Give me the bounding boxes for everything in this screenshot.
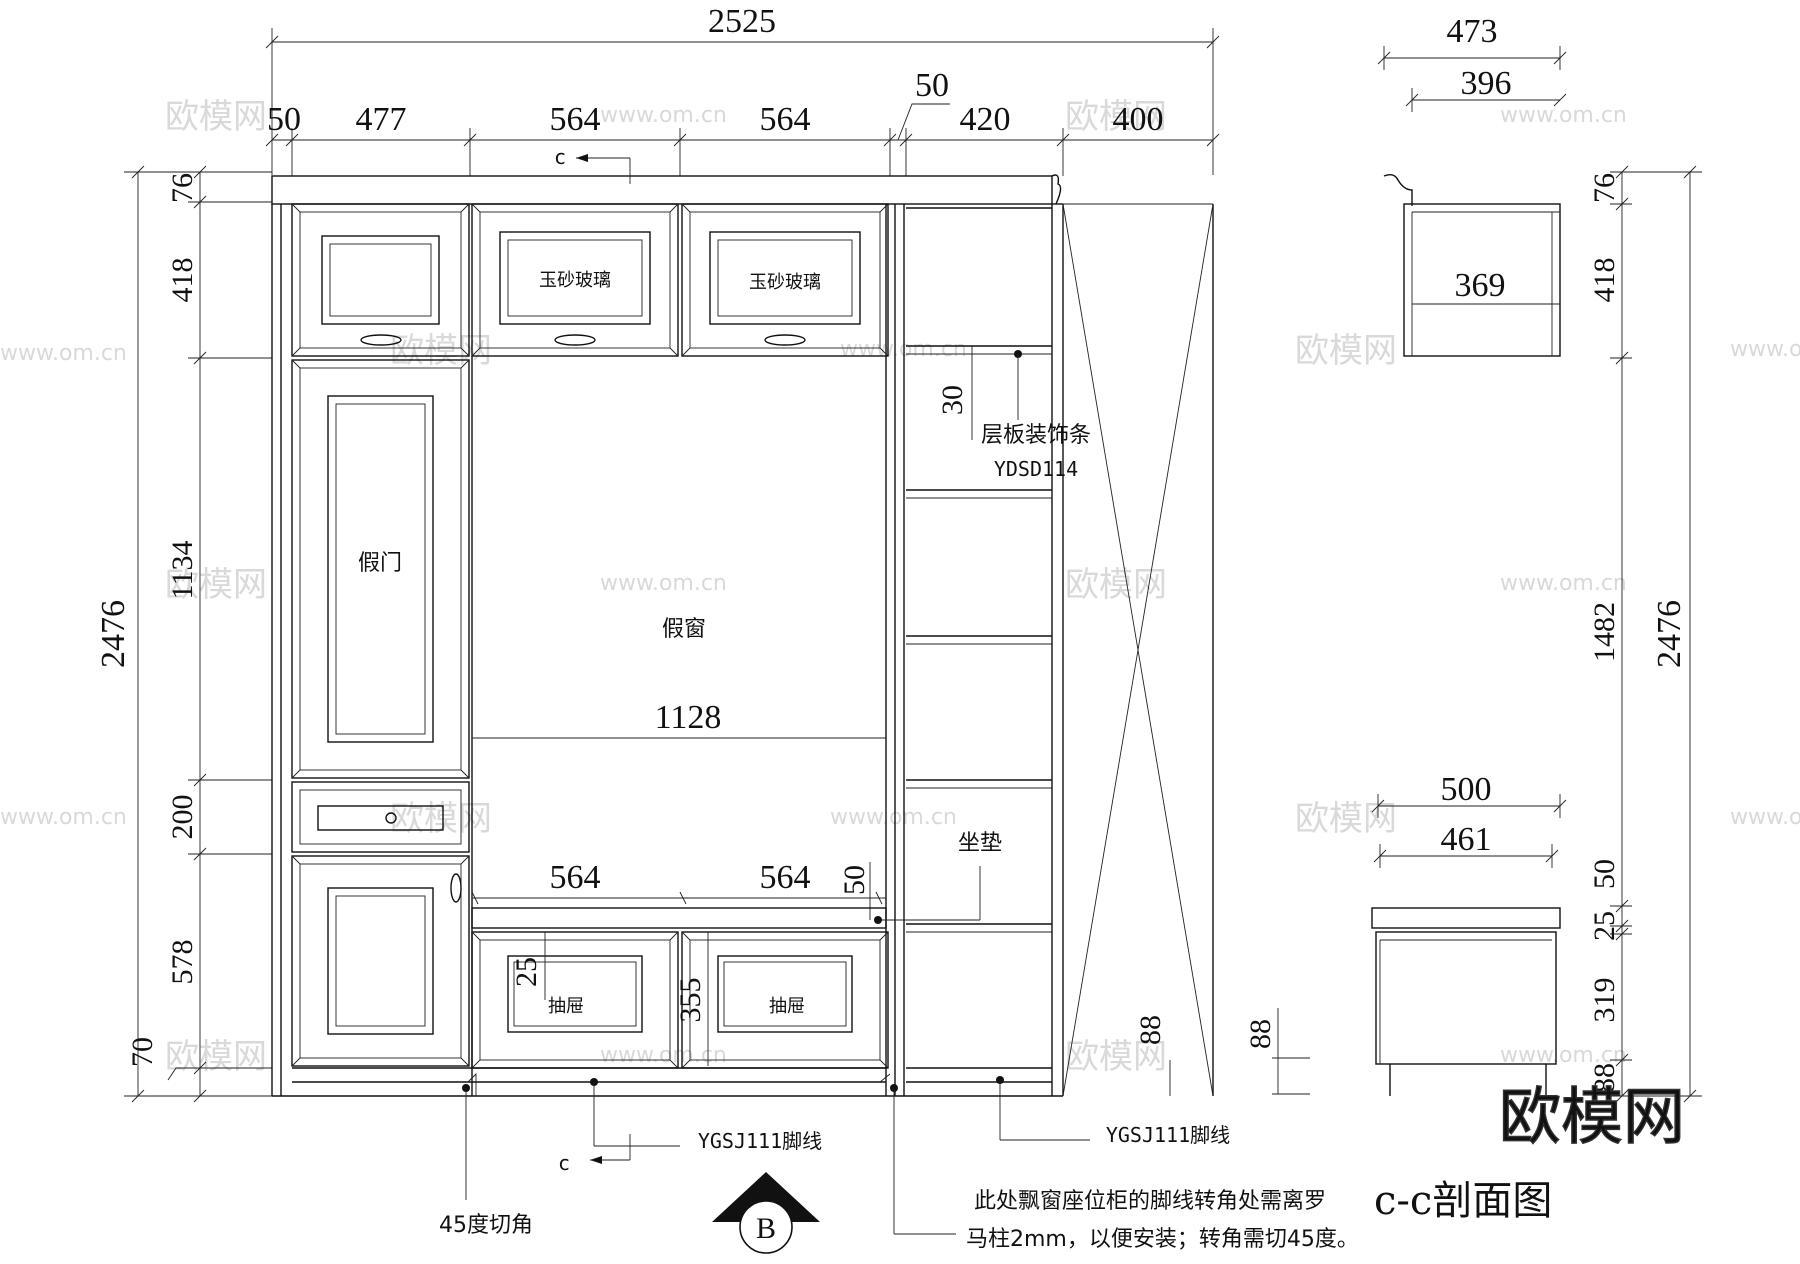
handle-icon — [360, 334, 402, 346]
dim-seg-7: 400 — [1113, 101, 1164, 138]
watermark-url: www.om.cn — [1500, 571, 1627, 596]
watermark-url: www.om.cn — [600, 103, 727, 128]
label-drawer-2: 抽屉 — [769, 996, 805, 1017]
watermark-url: www.om.cn — [830, 805, 957, 830]
watermark-logo: 欧模网 — [1065, 97, 1167, 137]
watermark-logo: 欧模网 — [165, 1037, 267, 1077]
dim-bench-section-width: 500 — [1441, 771, 1492, 808]
label-note-1: 此处飘窗座位柜的脚线转角处需离罗 — [974, 1189, 1326, 1214]
dim-shelf-88: 88 — [1134, 1015, 1167, 1045]
label-drawer-1: 抽屉 — [548, 996, 584, 1017]
dim-drawer-25: 25 — [510, 957, 543, 987]
ext-dim-88: 88 — [1244, 1008, 1310, 1095]
label-fake-door: 假门 — [358, 551, 402, 576]
handle-icon — [764, 334, 806, 346]
watermark-logo: 欧模网 — [165, 565, 267, 605]
watermark-url: www.om.cn — [1730, 805, 1800, 830]
dim-h-578: 578 — [166, 940, 199, 985]
section-markers: c c YGSJ111脚线 YGSJ111脚线 45度切角 此处飘窗座位柜的脚线… — [439, 145, 1359, 1254]
knob-icon — [385, 812, 397, 824]
label-view-mark: B — [756, 1212, 776, 1245]
label-skirting-2: YGSJ111脚线 — [1106, 1123, 1230, 1147]
watermark-logo: 欧模网 — [1295, 331, 1397, 371]
dim-section-inner: 396 — [1461, 65, 1512, 102]
label-skirting-1: YGSJ111脚线 — [698, 1129, 822, 1153]
watermark-logo: 欧模网 — [1065, 1037, 1167, 1077]
dim-overall-height: 2476 — [95, 600, 132, 668]
label-shelf-trim: 层板装饰条 — [981, 423, 1091, 448]
section-title: c-c剖面图 — [1374, 1178, 1552, 1224]
watermark-url: www.om.cn — [1500, 103, 1627, 128]
dim-seg-6: 420 — [960, 101, 1011, 138]
label-fake-window: 假窗 — [662, 617, 706, 642]
dim-seg-5: 50 — [915, 67, 949, 104]
dim-section-depth: 369 — [1455, 267, 1506, 304]
watermark-url: www.om.cn — [600, 571, 727, 596]
dim-section-width: 473 — [1447, 13, 1498, 50]
watermark-layer: 欧模网 www.om.cn 欧模网 www.om.cn www.om.cn 欧模… — [0, 97, 1800, 1077]
section-mark-bottom: c — [558, 1151, 570, 1175]
handle-icon — [450, 873, 462, 903]
dim-h-70: 70 — [126, 1037, 159, 1067]
watermark-logo: 欧模网 — [390, 799, 492, 839]
dim-bench-1: 564 — [550, 859, 601, 896]
dim-bench-2: 564 — [760, 859, 811, 896]
dim-bench-gap: 50 — [838, 865, 871, 895]
dim-h-200: 200 — [166, 795, 199, 840]
watermark-url: www.om.cn — [0, 341, 127, 366]
dim-window-width: 1128 — [655, 699, 722, 736]
dim-overall-width: 2525 — [708, 3, 776, 40]
watermark-url: www.om.cn — [1730, 337, 1800, 362]
section-view: 473 396 369 — [1371, 13, 1702, 1224]
dim-sec-25: 25 — [1588, 911, 1621, 941]
dim-sec-50: 50 — [1588, 859, 1621, 889]
label-corner-cut: 45度切角 — [439, 1213, 533, 1238]
dim-h-1134: 1134 — [166, 541, 199, 600]
dim-sec-418: 418 — [1588, 258, 1621, 303]
label-shelf-code: YDSD114 — [994, 457, 1078, 481]
dim-sec-88: 88 — [1588, 1063, 1621, 1093]
handle-icon — [554, 334, 596, 346]
watermark-url: www.om.cn — [0, 805, 127, 830]
view-arrow-icon — [712, 1172, 820, 1222]
dim-seg-4: 564 — [760, 101, 811, 138]
dim-h-76: 76 — [166, 173, 199, 203]
dim-sec-overall: 2476 — [1651, 600, 1688, 668]
dim-inner-30: 30 — [936, 385, 969, 415]
watermark-logo: 欧模网 — [390, 331, 492, 371]
watermark-logo: 欧模网 — [1295, 799, 1397, 839]
brand-logo: 欧模网 — [1499, 1080, 1685, 1153]
dim-sec-1482: 1482 — [1588, 602, 1621, 662]
section-mark-top: c — [554, 145, 566, 169]
dim-seg-2: 477 — [356, 101, 407, 138]
dim-drawer-355: 355 — [674, 978, 707, 1023]
dim-bench-section-inner: 461 — [1441, 821, 1492, 858]
left-dimension-chain: 2476 76 418 1134 200 578 70 — [95, 165, 272, 1103]
top-dimension-chain: 2525 50 477 564 564 50 420 400 — [265, 3, 1220, 176]
dim-h-418: 418 — [166, 258, 199, 303]
cabinet-elevation: 假门 玉砂玻璃 玉砂玻璃 假窗 1128 — [271, 174, 1214, 1097]
dim-seg-1: 50 — [267, 101, 301, 138]
dim-sec-76: 76 — [1588, 173, 1621, 203]
dim-sec-319: 319 — [1588, 978, 1621, 1023]
label-glass-2: 玉砂玻璃 — [749, 272, 821, 293]
watermark-url: www.om.cn — [600, 1043, 727, 1068]
watermark-logo: 欧模网 — [165, 97, 267, 137]
svg-text:88: 88 — [1244, 1019, 1277, 1049]
watermark-logo: 欧模网 — [1065, 565, 1167, 605]
label-glass-1: 玉砂玻璃 — [539, 270, 611, 291]
cushion-pad — [471, 907, 887, 929]
dim-seg-3: 564 — [550, 101, 601, 138]
label-note-2: 马柱2mm，以便安装；转角需切45度。 — [966, 1227, 1359, 1252]
label-cushion: 坐垫 — [958, 831, 1002, 856]
